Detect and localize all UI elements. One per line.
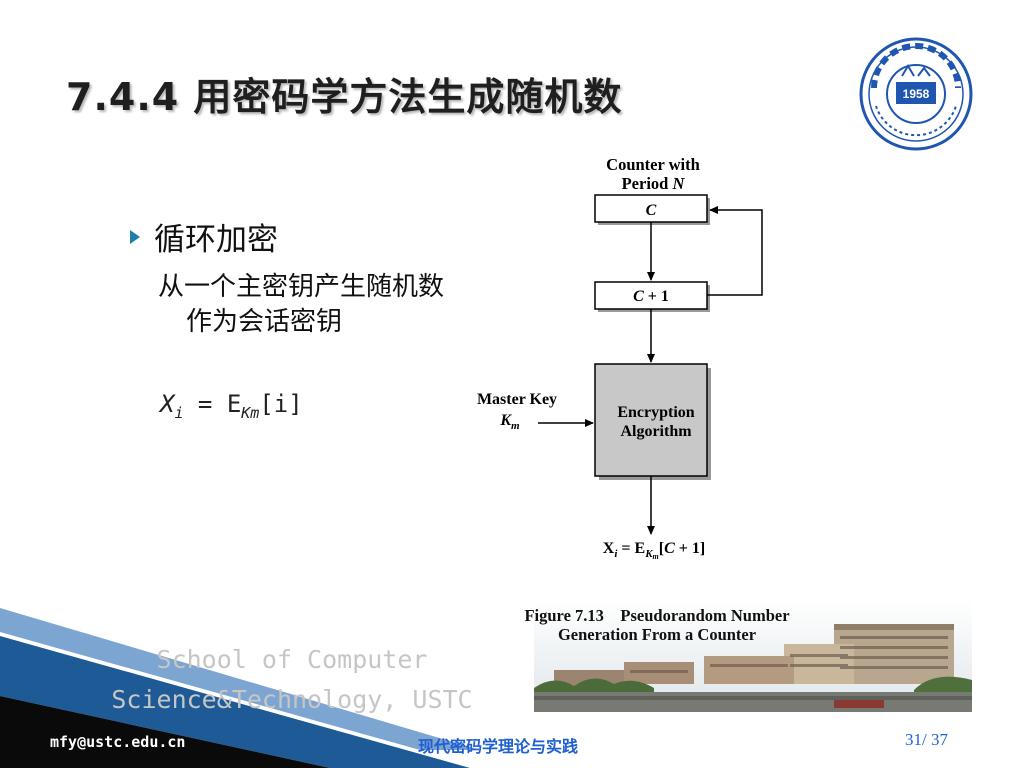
increment-rest: + 1	[644, 288, 669, 305]
encryption-label-1: Encryption	[617, 404, 694, 421]
master-key-label: Master Key	[477, 391, 557, 408]
figure-caption: Figure 7.13 Pseudorandom Number Generati…	[492, 606, 822, 644]
watermark-line1: School of Computer	[156, 645, 428, 674]
feedback-arrow	[707, 206, 763, 296]
sub-text: 从一个主密钥产生随机数作为会话密钥	[158, 272, 445, 337]
caption-line2: Generation From a Counter	[557, 625, 757, 644]
footer-course-title: 现代密码学理论与实践	[418, 737, 579, 756]
out-mid: = E	[617, 540, 645, 557]
out-x: X	[603, 540, 615, 557]
out-m: m	[653, 552, 659, 561]
formula-e-sub: Km	[241, 403, 260, 422]
encryption-box	[594, 363, 708, 477]
counter-title-line2: Period N	[622, 174, 686, 193]
watermark-line2: Science&Technology, USTC	[111, 685, 473, 714]
out-tail-1: [	[659, 540, 664, 557]
bullet-text: 循环加密	[154, 222, 278, 258]
footer-email: mfy@ustc.edu.cn	[50, 733, 186, 751]
footer-decoration	[0, 608, 480, 768]
counter-title-n: N	[671, 174, 685, 193]
prng-counter-diagram: Counter with Period N C C + 1 Encryption…	[477, 155, 763, 561]
out-tail-2: + 1]	[675, 540, 705, 557]
output-label: Xi = EKm[C + 1]	[603, 540, 705, 561]
formula-tail: [i]	[259, 390, 303, 418]
master-key-km: Km	[499, 412, 520, 432]
master-key-k: K	[499, 412, 512, 429]
formula-eq: = E	[183, 390, 242, 418]
out-tail-c: C	[664, 540, 675, 557]
bullet-item: 循环加密	[130, 214, 278, 259]
caption-line1: Figure 7.13 Pseudorandom Number	[524, 606, 790, 625]
page-number: 31/ 37	[905, 730, 948, 749]
increment-box-label: C + 1	[633, 288, 669, 305]
counter-title-period: Period	[622, 174, 673, 193]
formula: Xi = EKm[i]	[160, 390, 303, 422]
university-logo: 1958	[859, 37, 973, 151]
counter-box-label: C	[646, 202, 657, 219]
bullet-arrow-icon	[130, 229, 140, 244]
slide-title: 7.4.4 用密码学方法生成随机数	[66, 75, 623, 119]
out-i: i	[614, 548, 618, 560]
increment-c: C	[633, 288, 644, 305]
counter-title-line1: Counter with	[606, 155, 700, 174]
out-k: K	[644, 548, 653, 560]
master-key-m: m	[511, 420, 520, 432]
encryption-label-2: Algorithm	[620, 423, 692, 440]
formula-x-sub: i	[174, 403, 184, 422]
formula-x: X	[160, 390, 175, 418]
school-watermark: School of Computer Science&Technology, U…	[82, 640, 502, 720]
campus-photo	[534, 600, 972, 712]
logo-year: 1958	[903, 87, 930, 101]
